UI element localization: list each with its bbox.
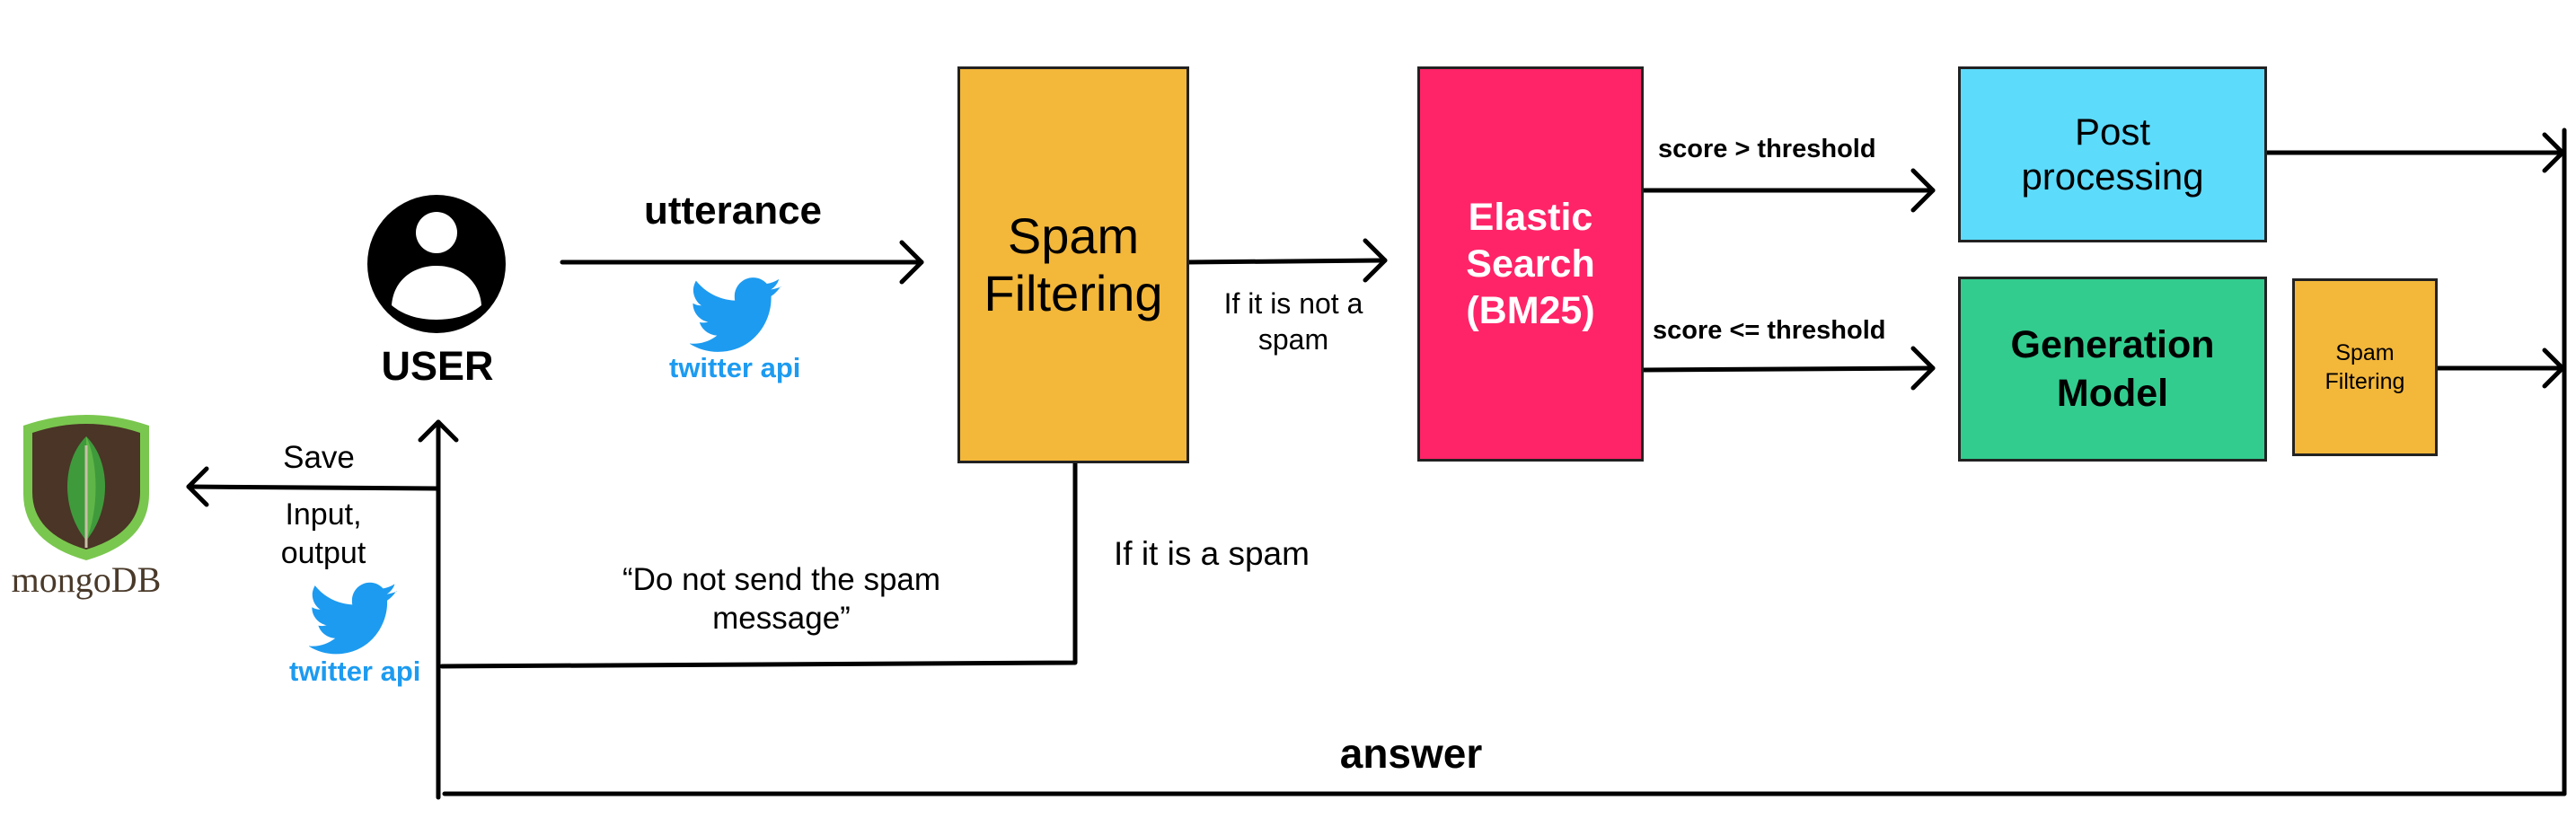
arrowhead-score-gt bbox=[1910, 168, 1936, 213]
node-post-processing-label: Post processing bbox=[2021, 110, 2204, 198]
node-elastic-search: Elastic Search (BM25) bbox=[1417, 66, 1644, 462]
node-generation-model: Generation Model bbox=[1958, 277, 2267, 462]
arrowhead-utterance bbox=[899, 240, 924, 285]
user-icon bbox=[367, 195, 506, 333]
twitter-api-label-top: twitter api bbox=[669, 352, 801, 383]
node-spam-filtering: Spam Filtering bbox=[957, 66, 1189, 463]
edge-label-is-spam: If it is a spam bbox=[1114, 535, 1310, 572]
edge-save bbox=[186, 484, 439, 491]
twitter-api-label-bottom: twitter api bbox=[289, 655, 421, 687]
edge-is-spam bbox=[439, 459, 1078, 669]
twitter-bird-icon bbox=[309, 582, 398, 655]
edge-score-le bbox=[1641, 365, 1936, 373]
edge-label-do-not-send: “Do not send the spam message” bbox=[622, 562, 941, 636]
twitter-bird-icon bbox=[690, 277, 782, 352]
arrowhead-not-spam bbox=[1363, 238, 1388, 283]
node-post-processing: Post processing bbox=[1958, 66, 2267, 242]
arrowhead-to-user bbox=[418, 419, 459, 443]
edge-label-not-spam: If it is not a spam bbox=[1223, 287, 1363, 356]
user-label: USER bbox=[381, 343, 494, 389]
node-spam-filtering-small: Spam Filtering bbox=[2292, 278, 2438, 456]
edge-label-input-output: Input, output bbox=[280, 497, 366, 570]
edge-label-score-gt: score > threshold bbox=[1658, 135, 1876, 163]
arrowhead-score-le bbox=[1910, 346, 1936, 391]
node-spam-filtering-label: Spam Filtering bbox=[984, 207, 1163, 321]
edge-not-spam bbox=[1185, 258, 1388, 265]
mongodb-leaf-icon bbox=[23, 415, 149, 560]
node-generation-model-label: Generation Model bbox=[2010, 323, 2215, 415]
edge-label-answer: answer bbox=[1339, 730, 1483, 777]
edge-label-save: Save bbox=[283, 440, 355, 475]
node-elastic-search-label: Elastic Search (BM25) bbox=[1466, 196, 1595, 332]
node-spam-filtering-small-label: Spam Filtering bbox=[2325, 340, 2405, 394]
edge-label-utterance: utterance bbox=[643, 189, 823, 233]
mongodb-label: mongoDB bbox=[11, 559, 162, 600]
arrowhead-save bbox=[186, 466, 209, 507]
edge-label-score-le: score <= threshold bbox=[1653, 316, 1886, 345]
